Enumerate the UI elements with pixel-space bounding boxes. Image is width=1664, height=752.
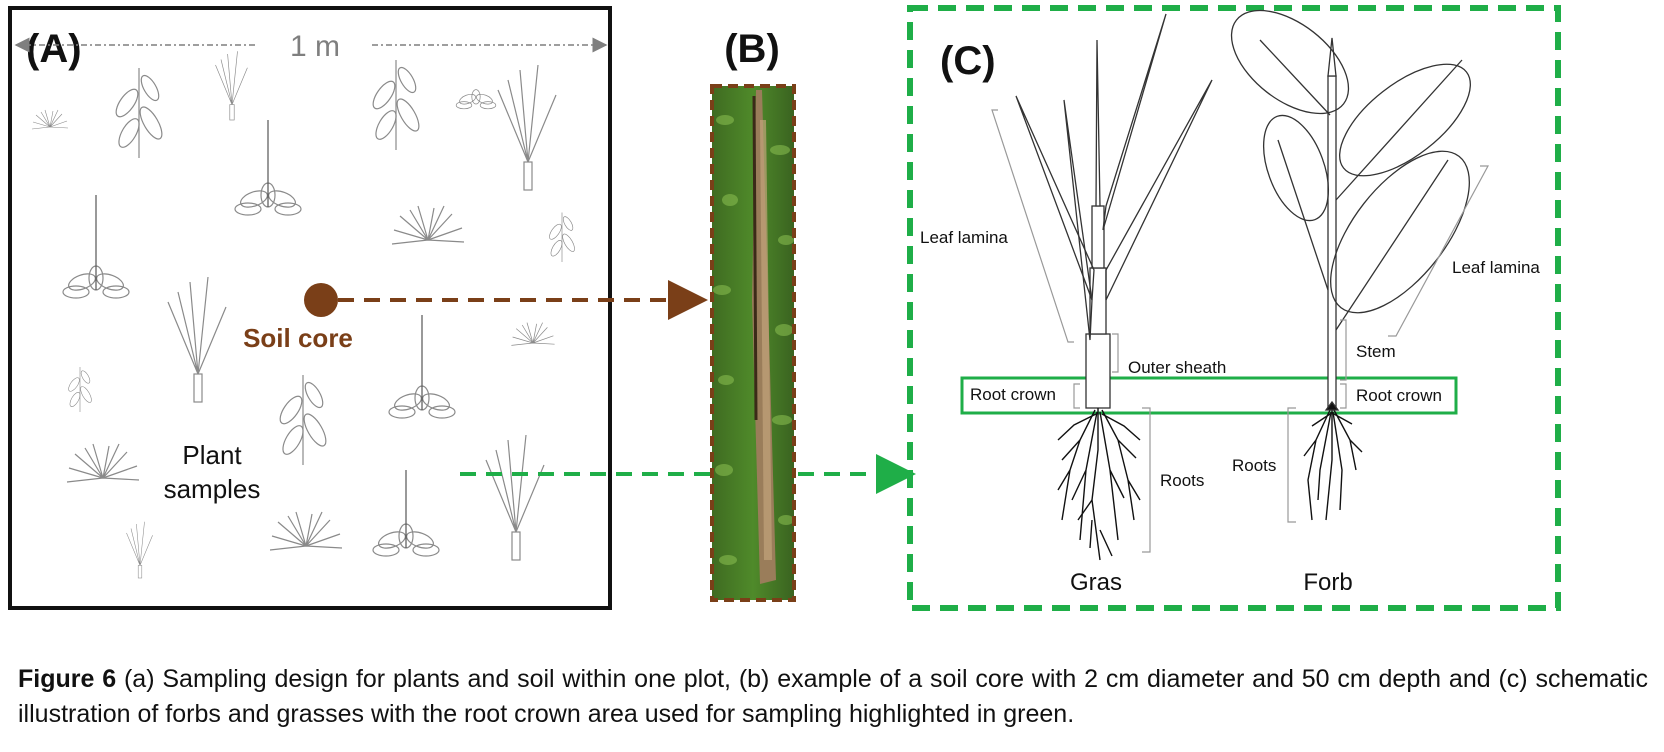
grass-name: Gras [1070,569,1122,596]
grass-roots-label: Roots [1160,471,1204,490]
forb-root-crown-label: Root crown [1356,386,1442,405]
forb-leaf-bracket [1388,165,1490,337]
panel-b: (B) [710,27,796,602]
panel-b-label: (B) [724,27,780,71]
grass-crown-bracket [1073,383,1080,409]
panel-a-label: (A) [26,27,82,71]
caption-text: (a) Sampling design for plants and soil … [18,665,1648,728]
plant-samples-label-line1: Plant [182,440,242,470]
grass-root-crown-label: Root crown [970,385,1056,404]
panel-c-label: (C) [940,39,996,83]
figure-number: Figure 6 [18,665,117,693]
plant-sketches [31,50,578,579]
forb-leaf-lamina-label: Leaf lamina [1452,258,1540,277]
scale-label: 1 m [290,30,340,63]
forb-stem-bracket [1340,319,1347,381]
grass-illustration [1015,13,1213,561]
soil-core-photo [710,84,796,602]
soil-core-marker [304,283,338,317]
panel-c-frame [907,5,1561,611]
plant-samples-label-line2: samples [164,474,261,504]
figure-canvas: (A) 1 m [8,5,1561,611]
forb-crown-bracket [1340,383,1347,409]
forb-stem-label: Stem [1356,342,1396,361]
grass-leaf-bracket [991,109,1074,343]
plot-frame [8,6,612,610]
grass-outer-sheath-label: Outer sheath [1128,358,1226,377]
figure-caption: Figure 6 (a) Sampling design for plants … [18,662,1648,732]
soil-core-label: Soil core [243,323,353,353]
root-crown-highlight [960,376,1458,415]
forb-roots-bracket [1287,407,1296,523]
grass-leaf-lamina-label: Leaf lamina [920,228,1008,247]
grass-sheath-bracket [1112,333,1119,373]
forb-roots-label: Roots [1232,456,1276,475]
forb-name: Forb [1303,569,1352,596]
panel-c: (C) Leaf lamina O [907,5,1561,611]
forb-illustration [1230,9,1471,521]
grass-roots-bracket [1142,407,1151,553]
panel-a: (A) 1 m [8,6,612,610]
